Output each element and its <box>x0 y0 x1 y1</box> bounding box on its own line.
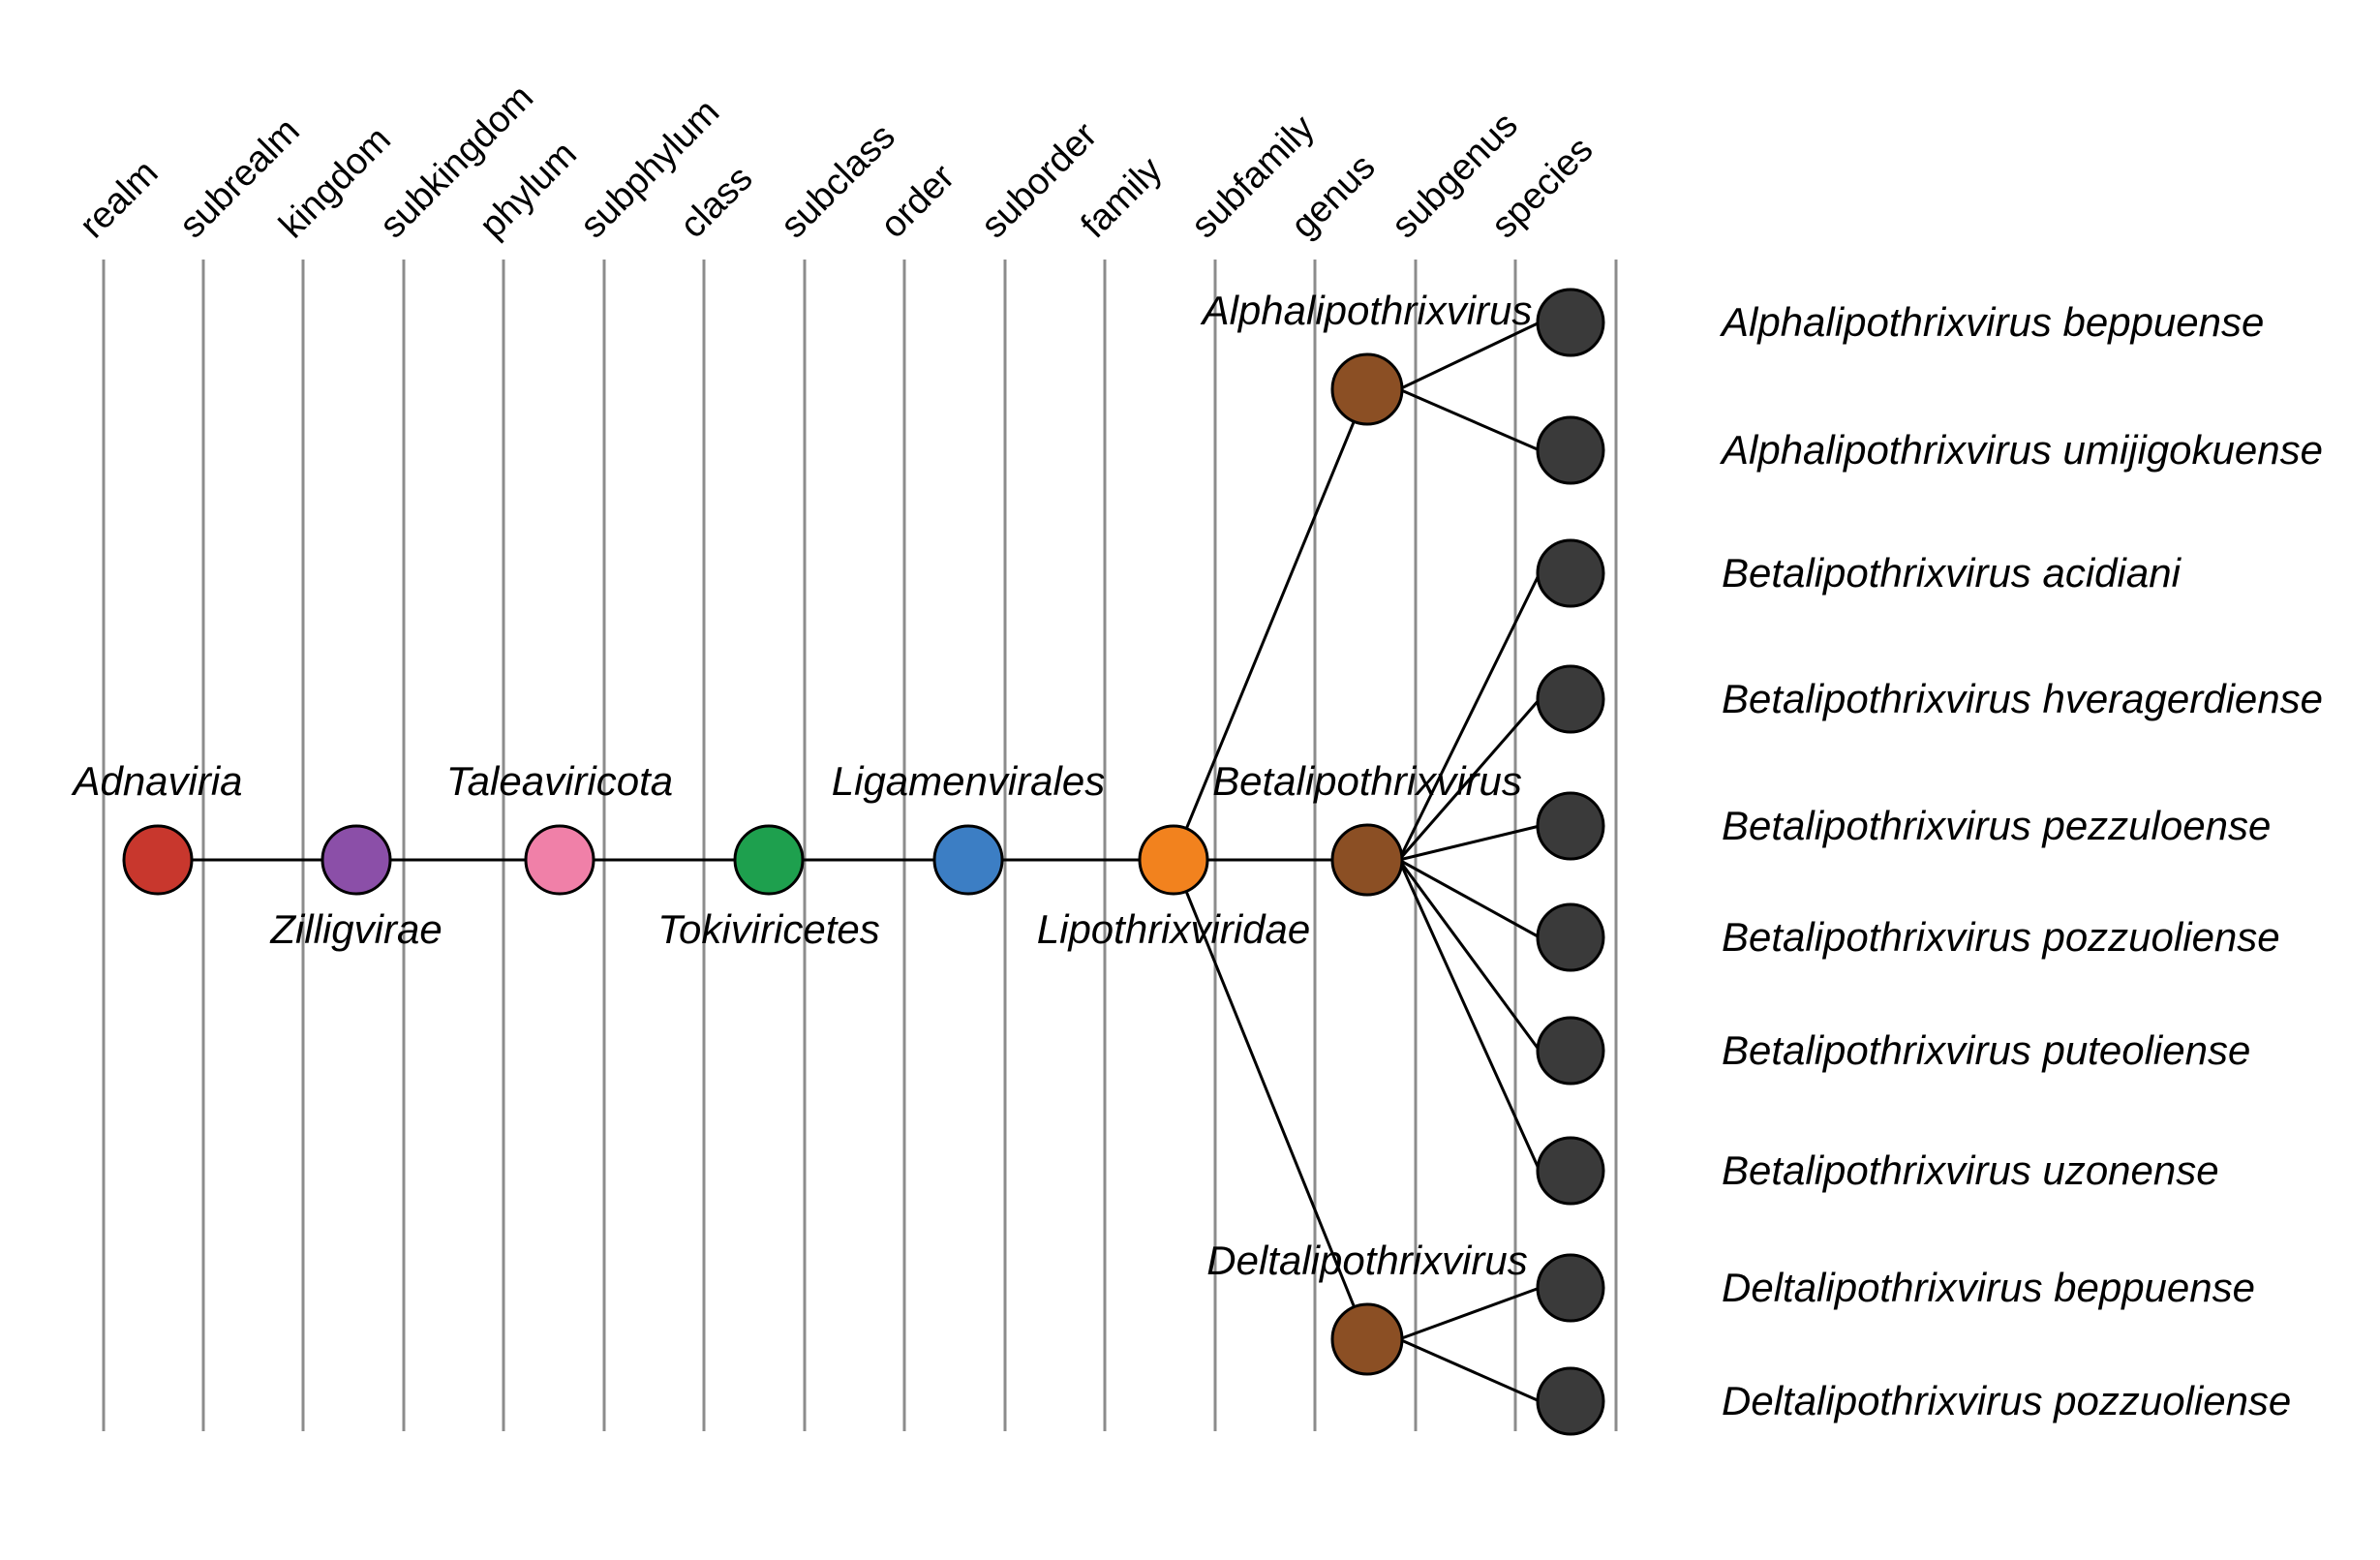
taxon-label-kingdom-node: Zilligvirae <box>270 906 442 952</box>
species-label: Betalipothrixvirus acidiani <box>1722 550 2181 596</box>
species-edge-genus-beta-node-to-sp-8 <box>1397 859 1541 1172</box>
taxon-label-genus-alpha-node: Alphalipothrixvirus <box>1202 288 1533 333</box>
lineage-node-circle-order-node[interactable] <box>932 824 1004 896</box>
species-node-circle[interactable] <box>1536 664 1605 734</box>
lineage-node-circle-kingdom-node[interactable] <box>320 824 392 896</box>
species-edge-genus-beta-node-to-sp-4 <box>1397 698 1541 861</box>
species-edge-genus-beta-node-to-sp-6 <box>1398 858 1541 939</box>
species-node-circle[interactable] <box>1536 902 1605 972</box>
taxon-label-realm-node: Adnaviria <box>73 758 243 804</box>
taxon-label-phylum-node: Taleaviricota <box>445 758 674 804</box>
lineage-node-circle-phylum-node[interactable] <box>524 824 595 896</box>
species-label: Deltalipothrixvirus beppuense <box>1722 1265 2255 1310</box>
species-label: Betalipothrixvirus puteoliense <box>1722 1027 2251 1073</box>
species-node-circle[interactable] <box>1536 791 1605 861</box>
species-edge-genus-beta-node-to-sp-7 <box>1397 859 1541 1052</box>
lineage-node-circle-genus-beta-node[interactable] <box>1330 823 1404 897</box>
genus-node-circle[interactable] <box>1330 1302 1404 1376</box>
species-label: Betalipothrixvirus uzonense <box>1722 1147 2219 1193</box>
species-edge-genus-beta-node-to-sp-5 <box>1398 824 1541 862</box>
lineage-node-circle-family-node[interactable] <box>1138 824 1209 896</box>
genus-edge-family-to-genus-alpha-node <box>1172 388 1369 861</box>
species-node-circle[interactable] <box>1536 1253 1605 1323</box>
species-edge-genus-delta-node-to-sp-10 <box>1398 1337 1541 1403</box>
genus-node-circle[interactable] <box>1330 352 1404 426</box>
species-node-circle[interactable] <box>1536 415 1605 485</box>
species-label: Alphalipothrixvirus umijigokuense <box>1722 427 2323 473</box>
species-label: Deltalipothrixvirus pozzuoliense <box>1722 1378 2292 1423</box>
species-label: Betalipothrixvirus hveragerdiense <box>1722 676 2323 721</box>
species-edge-genus-beta-node-to-sp-3 <box>1397 572 1541 861</box>
species-node-circle[interactable] <box>1536 1366 1605 1436</box>
taxon-label-genus-beta-node: Betalipothrixvirus <box>1212 758 1522 804</box>
species-edge-genus-alpha-node-to-sp-2 <box>1398 387 1541 452</box>
species-node-circle[interactable] <box>1536 1016 1605 1086</box>
lineage-node-circle-realm-node[interactable] <box>122 824 194 896</box>
genus-edge-family-to-genus-delta-node <box>1172 859 1369 1340</box>
species-label: Betalipothrixvirus pezzuloense <box>1722 803 2272 848</box>
species-label: Betalipothrixvirus pozzuoliense <box>1722 914 2280 960</box>
lineage-node-circle-class-node[interactable] <box>733 824 805 896</box>
species-label: Alphalipothrixvirus beppuense <box>1722 299 2265 345</box>
taxon-label-family-node: Lipothrixviridae <box>1036 906 1311 952</box>
taxon-label-genus-delta-node: Deltalipothrixvirus <box>1206 1238 1528 1283</box>
taxon-label-class-node: Tokiviricetes <box>657 906 880 952</box>
species-node-circle[interactable] <box>1536 538 1605 608</box>
species-node-circle[interactable] <box>1536 288 1605 357</box>
species-edge-genus-delta-node-to-sp-9 <box>1398 1286 1541 1341</box>
species-node-circle[interactable] <box>1536 1136 1605 1206</box>
taxon-label-order-node: Ligamenvirales <box>831 758 1106 804</box>
species-edge-genus-alpha-node-to-sp-1 <box>1398 321 1541 391</box>
